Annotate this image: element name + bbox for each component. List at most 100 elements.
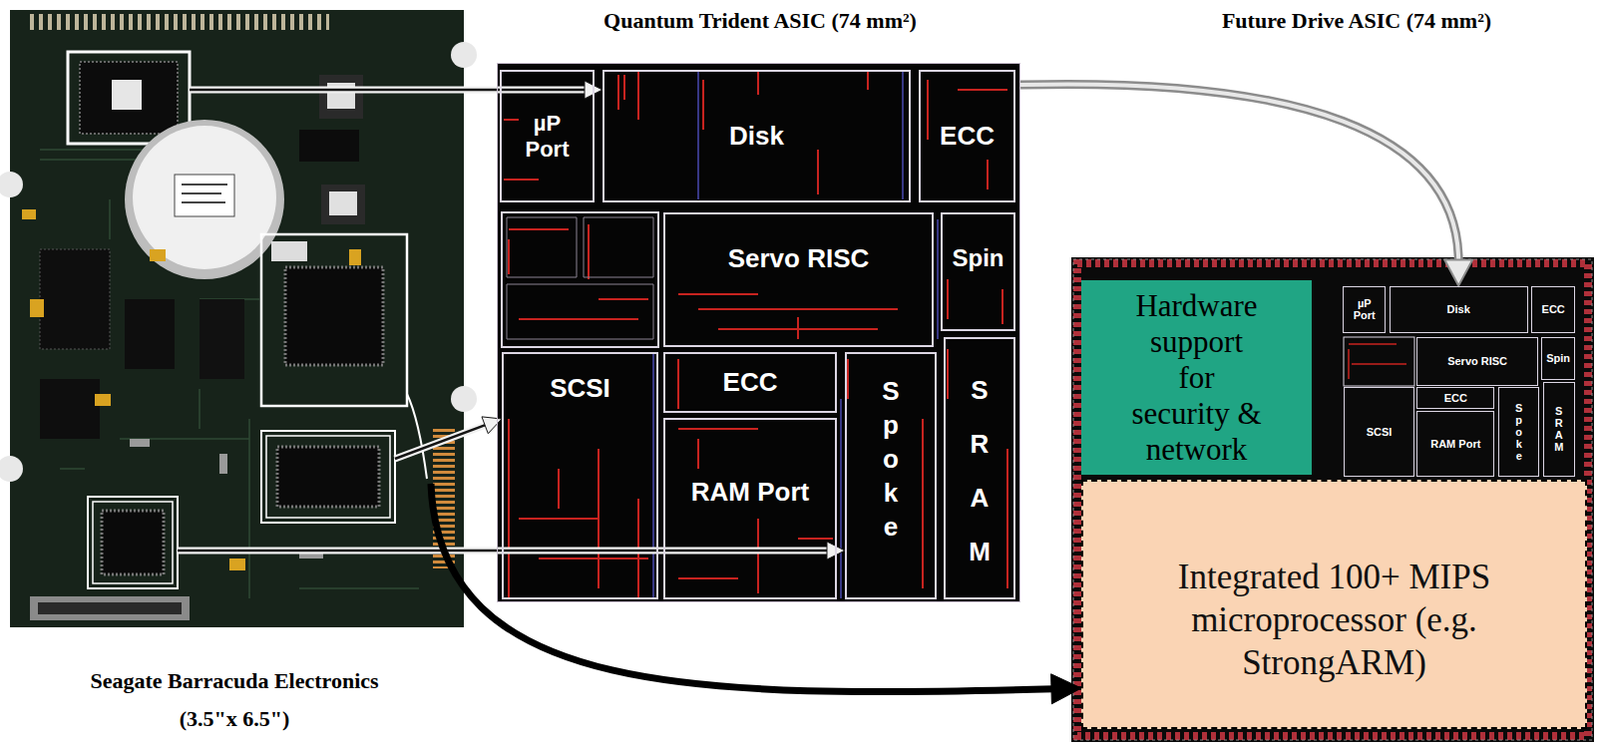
block-label: ECC: [723, 368, 779, 399]
caption: Seagate Barracuda Electronics (3.5"x 6.5…: [84, 662, 385, 739]
chip-highlight: [87, 496, 178, 589]
chip-highlight: [92, 501, 173, 584]
block-label: Servo RISC: [1447, 355, 1508, 368]
chip-highlight: [261, 430, 396, 523]
connector-line: [430, 483, 1055, 693]
block-label: ECC: [1444, 392, 1468, 404]
block-label: Hardware support for security & network: [1130, 288, 1263, 468]
connector-arrow: [1020, 83, 1473, 286]
block-label: Spoke: [877, 374, 904, 544]
spindle-motor: [132, 125, 277, 270]
asic-block-mini: ECC: [1531, 286, 1576, 335]
power-connector: [29, 596, 190, 621]
resistor: [129, 438, 324, 559]
asic-block: Spin: [940, 212, 1016, 332]
chip-highlight: [261, 234, 407, 406]
asic-block-mini: µP Port: [1342, 286, 1386, 335]
ic-chip: [299, 129, 360, 162]
ic-chip: [79, 61, 178, 134]
die-circuitry: [1348, 344, 1407, 380]
connector-line: [395, 424, 487, 459]
ic-chip: [199, 299, 245, 380]
connector-line: [395, 424, 487, 459]
arrow-head: [481, 416, 502, 434]
ic-chip: [321, 184, 366, 225]
pcb-trace: [39, 149, 419, 599]
block-label: SCSI: [549, 374, 611, 404]
block-label: µP Port: [517, 110, 578, 162]
asic-block: Servo RISC: [663, 212, 934, 348]
die-subblock: [506, 217, 654, 340]
asic-block-mini: Servo RISC: [1416, 337, 1539, 387]
motor-sticker: [174, 174, 235, 217]
block-label: µP Port: [1349, 297, 1380, 322]
die-circuitry: [653, 71, 938, 599]
connector-arrow: [395, 416, 502, 459]
ic-chip: [277, 446, 380, 507]
asic-block: ECC: [663, 352, 837, 413]
block-label: Disk: [729, 121, 785, 152]
bond-pads: [1077, 263, 1589, 737]
block-label: SRAM: [966, 363, 993, 579]
connector-arrow: [189, 80, 603, 99]
asic-block-mini: Spoke: [1498, 387, 1540, 476]
chip-ground: [1071, 257, 1595, 743]
chip-label: [271, 241, 308, 262]
block-label: RAM Port: [691, 477, 809, 508]
chip-label: [111, 79, 142, 110]
die-block: [1343, 337, 1415, 387]
asic-block: SCSI: [501, 352, 659, 600]
power-connector: [37, 602, 182, 615]
mounting-hole: [450, 41, 477, 68]
asic-block: ECC: [918, 69, 1016, 203]
chip-highlight: [266, 435, 391, 518]
connector-line: [1020, 83, 1459, 263]
processor-box: Integrated 100+ MIPS microprocessor (e.g…: [1081, 479, 1588, 730]
connector-line: [189, 86, 587, 94]
block-label: ECC: [939, 121, 995, 152]
asic-block-mini: SCSI: [1343, 387, 1415, 476]
header-pins: [29, 13, 330, 30]
asic-block: Spoke: [844, 352, 937, 600]
pcb-board: Seagate Barracuda Electronics (3.5"x 6.5…: [9, 9, 464, 628]
sticker-lines: [181, 184, 228, 203]
block-label: Spin: [1546, 352, 1571, 365]
asic-chip: Future Drive ASIC (74 mm²)Hardware suppo…: [1069, 255, 1595, 743]
mounting-hole: [0, 455, 23, 482]
ic-chip: [319, 74, 364, 119]
connector-arrow: [430, 483, 1082, 705]
asic-block: SRAM: [943, 337, 1016, 600]
chip-title: Quantum Trident ASIC (74 mm²): [603, 7, 917, 34]
asic-block-mini: ECC: [1416, 387, 1495, 409]
die-circuitry: [503, 71, 1008, 599]
asic-block-mini: SRAM: [1543, 382, 1576, 477]
connector-line: [1020, 83, 1459, 263]
pcb-board: [9, 9, 464, 628]
block-label: SRAM: [1553, 404, 1565, 453]
feature-box: Hardware support for security & network: [1081, 280, 1312, 475]
asic-die: Quantum Trident ASIC (74 mm²)µP PortDisk…: [496, 62, 1021, 603]
block-label: Servo RISC: [728, 244, 870, 275]
block-label: RAM Port: [1430, 437, 1481, 450]
connector-line: [189, 88, 587, 92]
capacitor: [21, 209, 362, 571]
asic-block: Disk: [602, 69, 911, 203]
chip-title: Future Drive ASIC (74 mm²): [1221, 7, 1492, 34]
asic-block: RAM Port: [663, 417, 837, 600]
block-label: Integrated 100+ MIPS microprocessor (e.g…: [1135, 555, 1535, 685]
leader-line: [406, 394, 427, 479]
block-label: ECC: [1542, 303, 1566, 316]
asic-block-mini: Disk: [1389, 286, 1529, 335]
ic-chip: [39, 379, 100, 439]
arrow-head: [1051, 674, 1082, 705]
block-label: SCSI: [1366, 425, 1393, 438]
ic-chip: [39, 249, 110, 350]
connector-arrow: [177, 541, 845, 560]
mounting-hole: [0, 171, 23, 198]
asic-block-mini: Spin: [1541, 337, 1576, 381]
die-block: [501, 212, 659, 348]
chip-outline: [1073, 259, 1593, 741]
block-label: Spoke: [1513, 401, 1525, 462]
ic-chip: [101, 510, 164, 575]
